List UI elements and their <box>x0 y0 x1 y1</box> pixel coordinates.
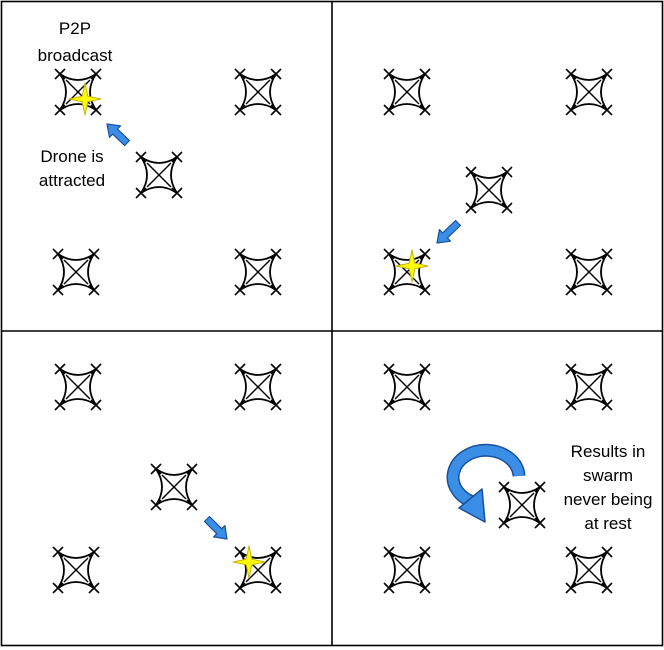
quadcopter-icon <box>383 68 431 116</box>
quadcopter-icon <box>234 546 282 594</box>
quadcopter-icon <box>52 248 100 296</box>
star-burst-icon <box>232 545 266 579</box>
result-label: swarm <box>583 466 633 485</box>
quadcopter-icon <box>498 481 546 529</box>
result-label: at rest <box>584 514 632 533</box>
quadcopter-icon <box>234 363 282 411</box>
quadcopter-icon <box>565 363 613 411</box>
quadcopter-icon <box>234 68 282 116</box>
quadcopter-icon <box>565 248 613 296</box>
result-label: never being <box>564 490 653 509</box>
quadcopter-icon <box>54 68 102 116</box>
broadcast-label: P2P <box>59 19 91 38</box>
panel-bottom-right: Results in swarm never being at rest <box>383 363 653 594</box>
broadcast-label: broadcast <box>38 46 113 65</box>
quadcopter-icon <box>150 463 198 511</box>
direction-arrow-icon <box>436 219 461 244</box>
direction-arrow-icon <box>203 515 228 540</box>
attracted-label: Drone is <box>40 147 103 166</box>
quadcopter-icon <box>383 546 431 594</box>
result-label: Results in <box>571 442 646 461</box>
quadcopter-icon <box>383 363 431 411</box>
quadcopter-icon <box>234 248 282 296</box>
quadcopter-icon <box>54 363 102 411</box>
direction-arrow-icon <box>106 123 130 147</box>
quadcopter-icon <box>52 546 100 594</box>
attracted-label: attracted <box>39 171 105 190</box>
quadcopter-icon <box>565 546 613 594</box>
panel-bottom-left <box>52 363 282 594</box>
quadcopter-icon <box>383 248 431 296</box>
star-burst-icon <box>395 249 429 283</box>
quadcopter-icon <box>465 166 513 214</box>
circular-arrow-icon <box>446 443 526 523</box>
quadcopter-icon <box>135 151 183 199</box>
panel-top-right <box>383 68 613 296</box>
quadcopter-icon <box>565 68 613 116</box>
panel-top-left: P2P broadcast Drone is attracted <box>38 19 282 296</box>
star-burst-icon <box>68 82 102 116</box>
